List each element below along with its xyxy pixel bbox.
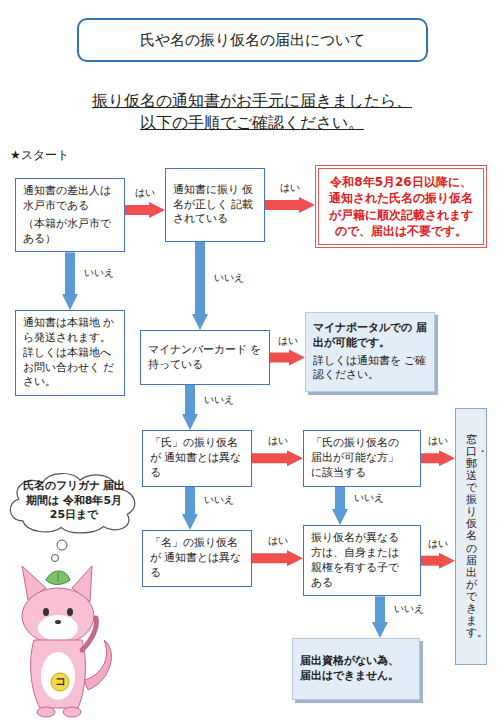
flow-arrow (421, 453, 439, 463)
flow-arrow (375, 596, 385, 622)
flow-arrow (335, 487, 345, 509)
edge-label: はい (276, 335, 300, 347)
bubble-dot (52, 555, 59, 562)
start-label: ★スタート (10, 147, 100, 164)
flow-arrow (65, 252, 75, 294)
node-text: 令和8年5月26日以降に、 通知された氏名の振り仮名 が戸籍に順次記載されます … (326, 174, 476, 239)
flow-arrow (265, 200, 299, 210)
node-text: 詳しくは通知書を ご確認ください。 (313, 354, 427, 384)
title-text: 氏や名の振り仮名の届出について (140, 31, 365, 50)
edge-label: はい (266, 435, 290, 447)
note-box: 通知書は本籍地 から発送されます。 詳しくは本籍地へ お問い合わせく ださい。 (15, 310, 125, 396)
result-box: 届出資格がない為、 届出はできません。 (292, 638, 420, 700)
subtitle: 振り仮名の通知書がお手元に届きましたら、 以下の手順でご確認ください。 (82, 90, 422, 133)
info-box: マイナポータルでの 届出が可能です。詳しくは通知書を ご確認ください。 (305, 312, 435, 392)
decision-box: 通知書の差出人は 水戸市である（本籍が水戸市で ある） (15, 178, 125, 252)
flow-arrow (185, 385, 195, 414)
node-text: 窓口・郵送で振り仮名の届出ができます。 (466, 434, 477, 640)
edge-label: いいえ (82, 267, 116, 279)
callout-cloud: 氏名のフリガナ 届出期間は 令和8年5月25日まで (5, 468, 143, 534)
fox-mascot (22, 566, 111, 717)
node-text: 「氏の振り仮名の 届出が可能な方」 に該当する (311, 436, 413, 481)
node-text: （本籍が水戸市で ある） (23, 217, 117, 247)
edge-label: はい (426, 435, 450, 447)
badge-letter: コ (51, 674, 69, 690)
edge-label: いいえ (212, 272, 246, 284)
flow-arrow (252, 453, 287, 463)
result-box: 令和8年5月26日以降に、 通知された氏名の振り仮名 が戸籍に順次記載されます … (315, 165, 487, 248)
flow-arrow (270, 353, 289, 363)
decision-box: 「氏」の振り仮名が 通知書とは異なる (142, 430, 252, 487)
edge-label: いいえ (202, 494, 236, 506)
result-column: 窓口・郵送で振り仮名の届出ができます。 (455, 408, 487, 665)
flow-arrow (421, 556, 439, 566)
title-box: 氏や名の振り仮名の届出について (77, 18, 428, 62)
node-text: マイナンバーカード を持っている (148, 343, 262, 373)
decision-box: 振り仮名が異なる 方は、自身または 親権を有する子で ある (303, 525, 421, 596)
edge-label: はい (266, 535, 290, 547)
edge-label: いいえ (352, 492, 386, 504)
flow-arrow (125, 205, 149, 215)
edge-label: はい (426, 538, 450, 550)
node-text: 通知書の差出人は 水戸市である (23, 184, 117, 214)
node-text: マイナポータルでの 届出が可能です。 (313, 321, 427, 351)
node-text: 通知書は本籍地 から発送されます。 詳しくは本籍地へ お問い合わせく ださい。 (23, 316, 117, 390)
node-text: 「名」の振り仮名が 通知書とは異なる (150, 536, 244, 581)
edge-label: はい (133, 187, 157, 199)
node-text: 振り仮名が異なる 方は、自身または 親権を有する子で ある (311, 531, 413, 590)
node-text: 通知書に振り 仮名が正しく 記載されている (173, 183, 257, 228)
flow-arrow (195, 242, 205, 314)
bubble-dot (57, 540, 67, 550)
decision-box: 通知書に振り 仮名が正しく 記載されている (165, 168, 265, 242)
decision-box: マイナンバーカード を持っている (140, 330, 270, 385)
node-text: 「氏」の振り仮名が 通知書とは異なる (150, 436, 244, 481)
decision-box: 「氏の振り仮名の 届出が可能な方」 に該当する (303, 430, 421, 487)
node-text: 氏名のフリガナ 届出期間は 令和8年5月25日まで (19, 479, 129, 524)
edge-label: はい (278, 182, 302, 194)
flow-arrow (185, 487, 195, 514)
decision-box: 「名」の振り仮名が 通知書とは異なる (142, 530, 252, 587)
edge-label: いいえ (392, 603, 426, 615)
flow-arrow (252, 553, 287, 563)
edge-label: いいえ (202, 394, 236, 406)
node-text: 届出資格がない為、 届出はできません。 (300, 654, 412, 684)
